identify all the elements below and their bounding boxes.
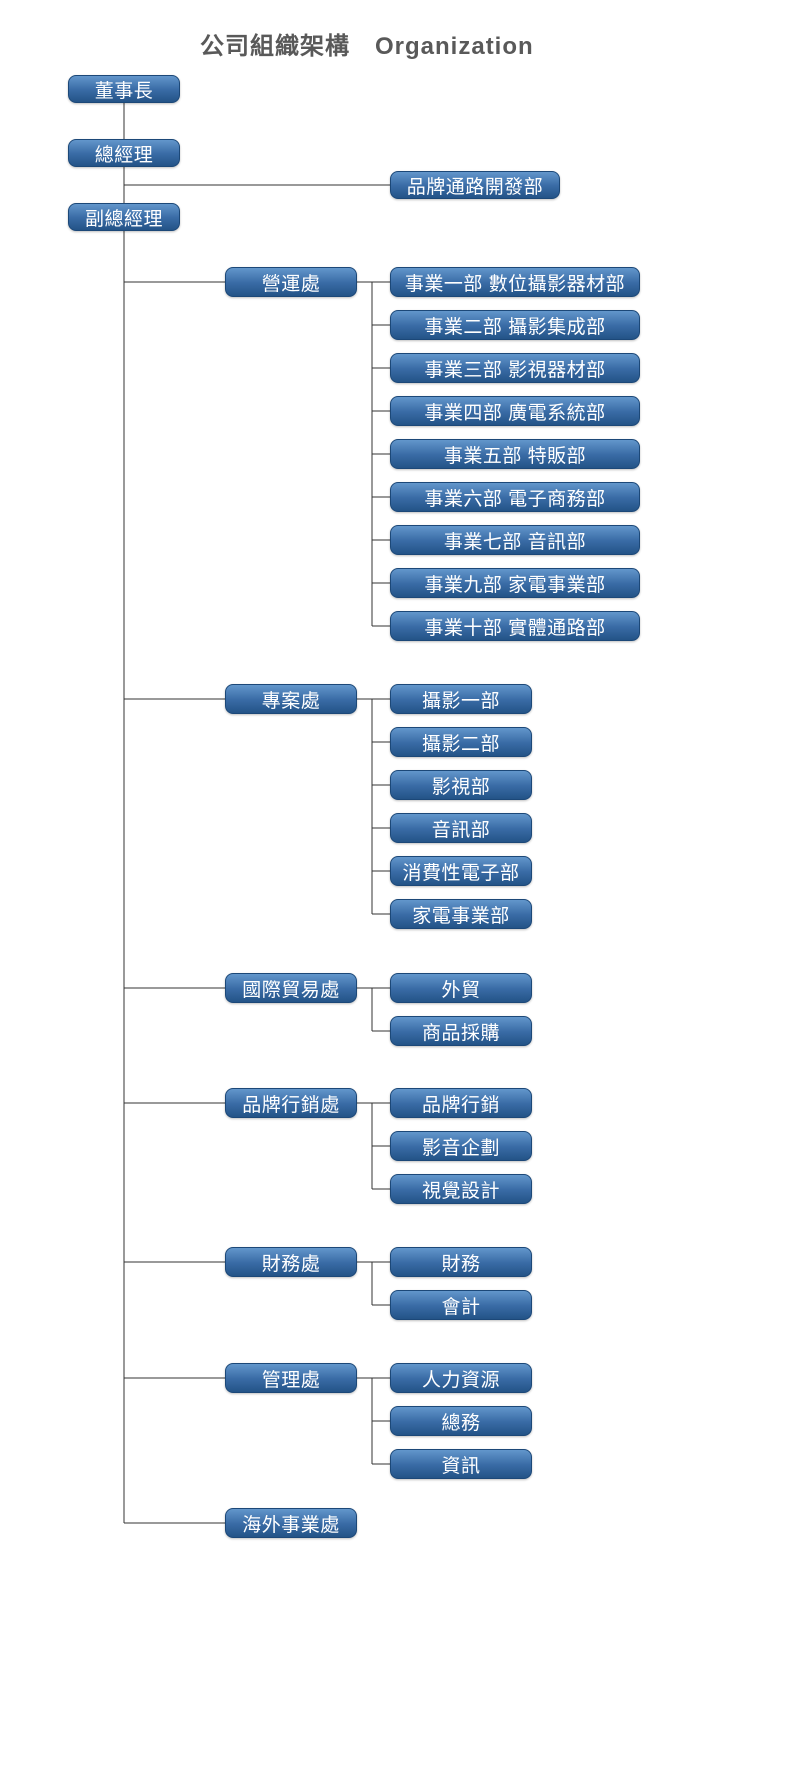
org-node-child: 音訊部 <box>390 813 532 843</box>
org-node-child: 事業六部 電子商務部 <box>390 482 640 512</box>
org-node-division: 專案處 <box>225 684 357 714</box>
org-node-child: 財務 <box>390 1247 532 1277</box>
org-node-child: 視覺設計 <box>390 1174 532 1204</box>
org-node-child: 影音企劃 <box>390 1131 532 1161</box>
org-node-child: 事業九部 家電事業部 <box>390 568 640 598</box>
org-node-child: 攝影一部 <box>390 684 532 714</box>
org-node-division: 營運處 <box>225 267 357 297</box>
org-node-child: 事業七部 音訊部 <box>390 525 640 555</box>
org-node-division: 海外事業處 <box>225 1508 357 1538</box>
org-node-child: 攝影二部 <box>390 727 532 757</box>
org-node-child: 事業三部 影視器材部 <box>390 353 640 383</box>
org-node-general-manager: 總經理 <box>68 139 180 167</box>
page-title: 公司組織架構 Organization <box>200 33 534 60</box>
org-node-child: 消費性電子部 <box>390 856 532 886</box>
org-node-child: 品牌行銷 <box>390 1088 532 1118</box>
org-node-deputy-general-manager: 副總經理 <box>68 203 180 231</box>
org-node-child: 商品採購 <box>390 1016 532 1046</box>
org-node-division: 國際貿易處 <box>225 973 357 1003</box>
org-node-child: 人力資源 <box>390 1363 532 1393</box>
org-node-child: 事業二部 攝影集成部 <box>390 310 640 340</box>
org-node-division: 管理處 <box>225 1363 357 1393</box>
org-node-child: 事業一部 數位攝影器材部 <box>390 267 640 297</box>
org-node-child: 事業四部 廣電系統部 <box>390 396 640 426</box>
org-node-child: 會計 <box>390 1290 532 1320</box>
org-node-division: 品牌行銷處 <box>225 1088 357 1118</box>
org-node-division: 財務處 <box>225 1247 357 1277</box>
org-node-chairman: 董事長 <box>68 75 180 103</box>
org-node-child: 外貿 <box>390 973 532 1003</box>
org-node-child: 家電事業部 <box>390 899 532 929</box>
org-node-child: 事業五部 特販部 <box>390 439 640 469</box>
org-node-child: 事業十部 實體通路部 <box>390 611 640 641</box>
org-node-staff-dept: 品牌通路開發部 <box>390 171 560 199</box>
org-node-child: 影視部 <box>390 770 532 800</box>
org-node-child: 資訊 <box>390 1449 532 1479</box>
org-node-child: 總務 <box>390 1406 532 1436</box>
